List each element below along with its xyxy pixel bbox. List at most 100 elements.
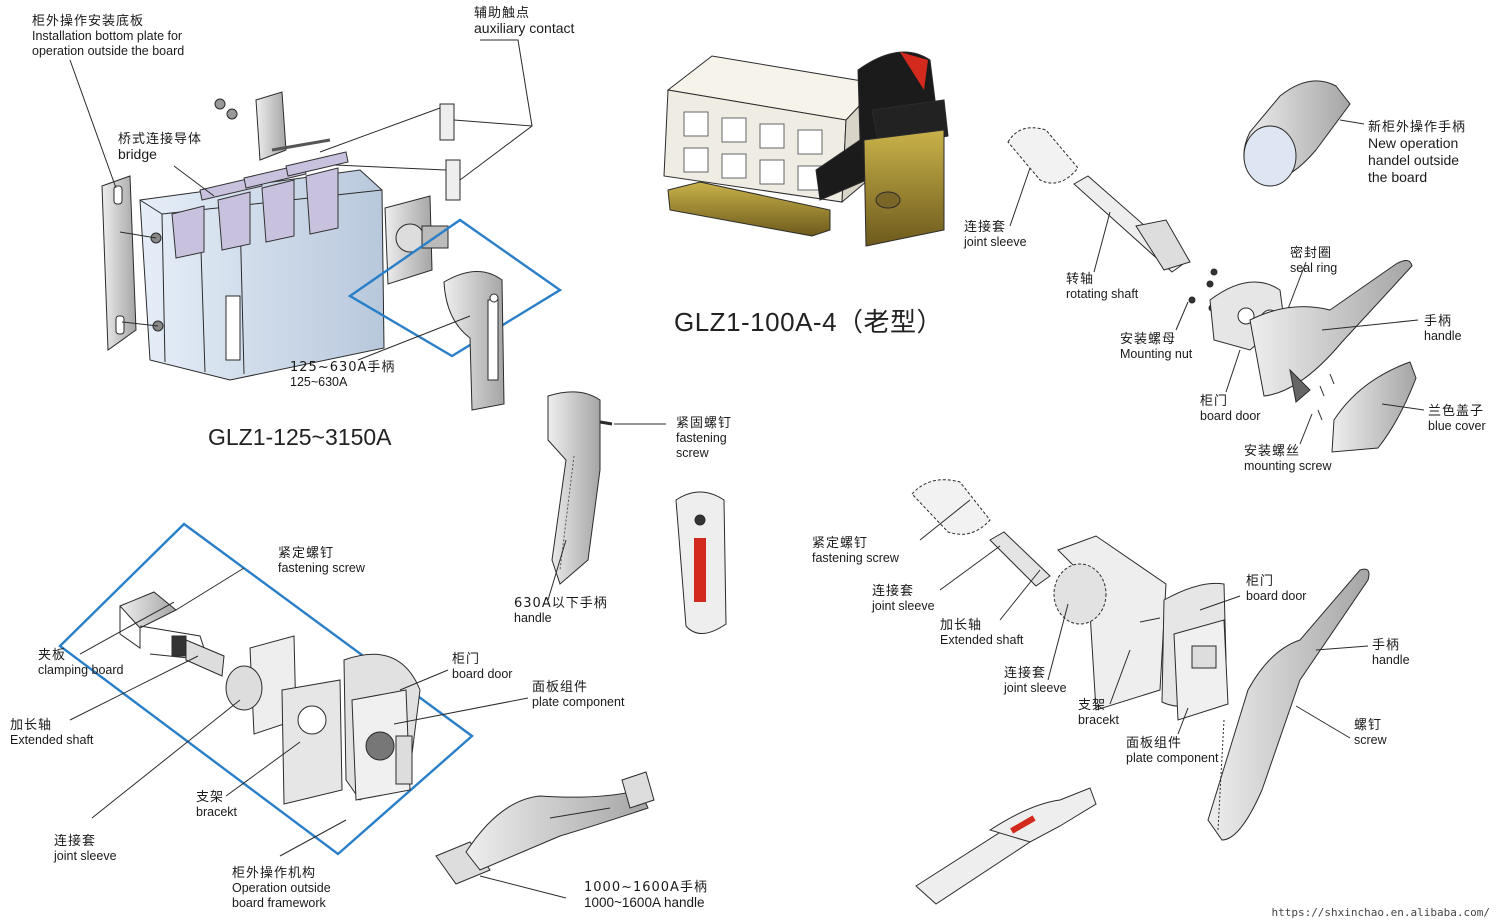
label-en: handle <box>1424 329 1462 343</box>
label-zh: 支架 <box>196 790 225 805</box>
label-zh: 紧定螺钉 <box>278 546 335 561</box>
label-board-door-br: 柜门 board door <box>1246 574 1306 604</box>
label-zh: 密封圈 <box>1290 246 1333 261</box>
label-joint-sleeve-br2: 连接套 joint sleeve <box>1004 666 1067 696</box>
label-en: 125~630A <box>290 375 348 389</box>
label-zh: 安装螺丝 <box>1244 444 1301 459</box>
label-en: board door <box>1246 589 1307 603</box>
label-zh: 兰色盖子 <box>1428 404 1485 419</box>
label-zh: 柜门 <box>1246 574 1275 589</box>
label-en: the board <box>1368 169 1428 185</box>
label-en: fastening <box>676 431 727 445</box>
label-zh: 1000~1600A手柄 <box>584 880 708 895</box>
label-plate-component-br: 面板组件 plate component <box>1126 736 1218 766</box>
label-en: 1000~1600A handle <box>584 895 705 910</box>
label-joint-sleeve-left: 连接套 joint sleeve <box>54 834 117 864</box>
label-en: fastening screw <box>278 561 365 575</box>
label-zh: 紧固螺钉 <box>676 416 733 431</box>
label-zh: 柜门 <box>1200 394 1229 409</box>
label-zh: 连接套 <box>872 584 915 599</box>
label-zh: 加长轴 <box>10 718 53 733</box>
label-zh: 桥式连接导体 <box>118 132 203 147</box>
label-zh: 夹板 <box>38 648 67 663</box>
label-zh: 手柄 <box>1424 314 1453 329</box>
watermark-url: https://shxinchao.en.alibaba.com/ <box>1271 906 1490 919</box>
label-clamping-board: 夹板 clamping board <box>38 648 123 678</box>
label-mounting-nut: 安装螺母 Mounting nut <box>1120 332 1192 362</box>
label-handle-125-630: 125~630A手柄 125~630A <box>290 360 395 390</box>
label-ext-shaft-br: 加长轴 Extended shaft <box>940 618 1023 648</box>
label-en: fastening screw <box>812 551 899 565</box>
label-zh: 安装螺母 <box>1120 332 1177 347</box>
label-en: joint sleeve <box>1004 681 1067 695</box>
label-zh: 柜外操作安装底板 <box>32 14 145 29</box>
label-bracket-br: 支架 bracekt <box>1078 698 1119 728</box>
label-en: Extended shaft <box>940 633 1024 647</box>
label-en: board door <box>452 667 513 681</box>
label-zh: 630A以下手柄 <box>514 596 608 611</box>
label-en: rotating shaft <box>1066 287 1139 301</box>
handle-630-illustration <box>547 391 727 634</box>
label-en: joint sleeve <box>964 235 1027 249</box>
label-en: board door <box>1200 409 1261 423</box>
handle-1000-1600-illustration <box>435 771 655 899</box>
label-zh: 转轴 <box>1066 272 1095 287</box>
label-zh: 加长轴 <box>940 618 983 633</box>
label-aux-contact: 辅助触点 auxiliary contact <box>474 6 574 36</box>
label-fastening-screw-mid: 紧固螺钉 fastening screw <box>676 416 732 461</box>
old-switch-photo <box>663 51 949 247</box>
label-zh: 面板组件 <box>1126 736 1183 751</box>
label-en: plate component <box>1126 751 1219 765</box>
label-en: bracekt <box>1078 713 1119 727</box>
label-plate-component-left: 面板组件 plate component <box>532 680 624 710</box>
label-en: joint sleeve <box>54 849 117 863</box>
label-joint-sleeve-tr: 连接套 joint sleeve <box>964 220 1027 250</box>
label-blue-cover: 兰色盖子 blue cover <box>1428 404 1486 434</box>
label-zh: 连接套 <box>1004 666 1047 681</box>
main-switch-illustration <box>69 39 533 381</box>
label-en: board framework <box>232 896 326 910</box>
label-en: screw <box>1354 733 1387 747</box>
label-en: handle <box>1372 653 1410 667</box>
label-zh: 紧定螺钉 <box>812 536 869 551</box>
label-en: auxiliary contact <box>474 20 575 36</box>
label-zh: 面板组件 <box>532 680 589 695</box>
label-install-plate: 柜外操作安装底板 Installation bottom plate for o… <box>32 14 184 59</box>
label-en: handel outside <box>1368 152 1460 168</box>
label-bracket-left: 支架 bracekt <box>196 790 237 820</box>
label-mounting-screw: 安装螺丝 mounting screw <box>1244 444 1332 474</box>
new-handle-illustration <box>1007 80 1425 453</box>
label-en: bridge <box>118 146 157 162</box>
label-en: plate component <box>532 695 625 709</box>
label-zh: 新柜外操作手柄 <box>1368 120 1467 135</box>
label-screw-br: 螺钉 screw <box>1354 718 1387 748</box>
label-en: Installation bottom plate for <box>32 29 183 43</box>
label-en: New operation <box>1368 135 1459 151</box>
label-en: screw <box>676 446 709 460</box>
label-en: bracekt <box>196 805 237 819</box>
label-en: mounting screw <box>1244 459 1332 473</box>
label-bridge: 桥式连接导体 bridge <box>118 132 202 162</box>
label-handle-1000-1600: 1000~1600A手柄 1000~1600A handle <box>584 880 708 910</box>
label-rotating-shaft: 转轴 rotating shaft <box>1066 272 1138 302</box>
label-new-handle: 新柜外操作手柄 New operation handel outside the… <box>1368 120 1466 186</box>
label-zh: 连接套 <box>54 834 97 849</box>
label-board-door-tr: 柜门 board door <box>1200 394 1260 424</box>
label-board-door-left: 柜门 board door <box>452 652 512 682</box>
model-title-old: GLZ1-100A-4（老型） <box>674 307 944 337</box>
label-fix-screw-br: 紧定螺钉 fastening screw <box>812 536 899 566</box>
label-en: operation outside the board <box>32 44 185 58</box>
label-handle-br: 手柄 handle <box>1372 638 1410 668</box>
label-en: Operation outside <box>232 881 331 895</box>
label-en: handle <box>514 611 552 625</box>
label-en: clamping board <box>38 663 124 677</box>
label-en: seal ring <box>1290 261 1338 275</box>
framework-left-illustration <box>69 567 529 857</box>
label-zh: 螺钉 <box>1354 718 1383 733</box>
handle-125-630-illustration <box>357 271 505 411</box>
label-zh: 辅助触点 <box>474 6 531 21</box>
label-zh: 连接套 <box>964 220 1007 235</box>
model-title-main: GLZ1-125~3150A <box>208 424 392 450</box>
label-fix-screw-left: 紧定螺钉 fastening screw <box>278 546 365 576</box>
